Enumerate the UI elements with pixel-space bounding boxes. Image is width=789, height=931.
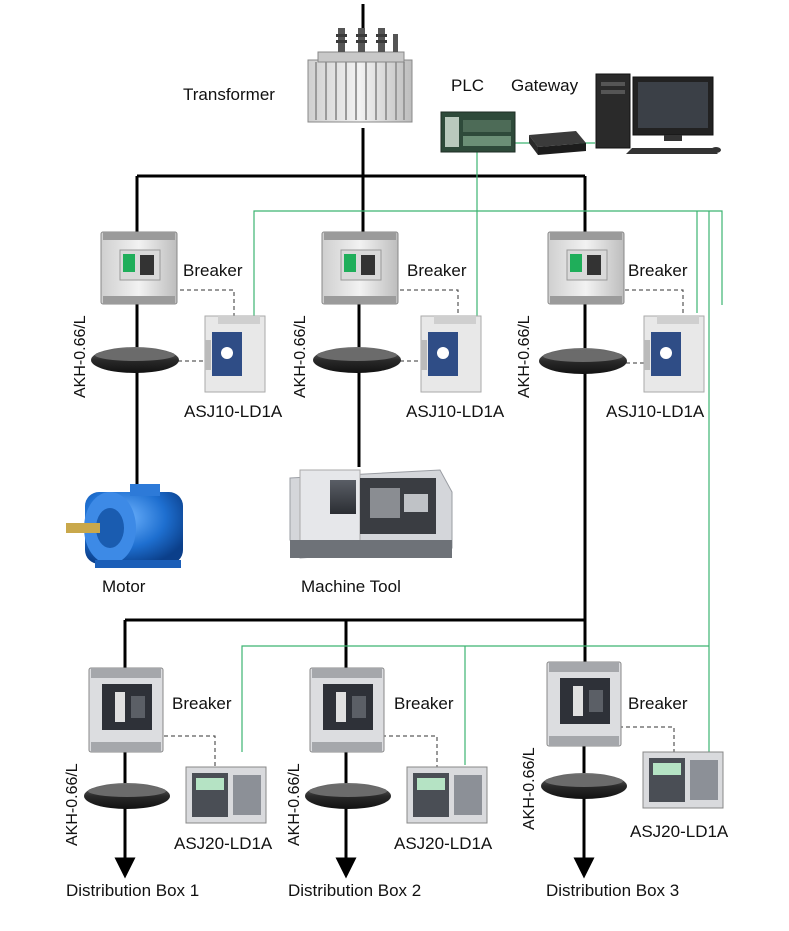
akh-label-bottom-1: AKH-0.66/L <box>64 763 81 846</box>
asj10-device-2 <box>420 315 482 393</box>
asj10-label-1: ASJ10-LD1A <box>184 402 283 421</box>
signal-lines <box>164 289 684 767</box>
breaker-label-bottom-1: Breaker <box>172 694 232 713</box>
communication-lines <box>241 142 723 765</box>
asj10-label-2: ASJ10-LD1A <box>406 402 505 421</box>
ct-ring-top-3 <box>539 348 627 374</box>
ct-ring-bottom-1 <box>84 783 170 809</box>
transformer-label: Transformer <box>183 85 275 104</box>
breaker-label-top-1: Breaker <box>183 261 243 280</box>
asj20-device-3 <box>642 751 724 809</box>
breaker-bottom-2 <box>309 667 385 753</box>
akh-label-top-3: AKH-0.66/L <box>516 315 533 398</box>
asj10-device-3 <box>643 315 705 393</box>
akh-label-bottom-3: AKH-0.66/L <box>521 747 538 830</box>
breaker-bottom-3 <box>546 661 622 747</box>
asj20-label-3: ASJ20-LD1A <box>630 822 729 841</box>
plc-label: PLC <box>451 76 485 95</box>
motor-image <box>66 484 183 568</box>
breaker-top-3 <box>547 231 625 305</box>
distribution-box-2-label: Distribution Box 2 <box>288 881 422 900</box>
distribution-box-3-label: Distribution Box 3 <box>546 881 680 900</box>
breaker-top-1 <box>100 231 178 305</box>
akh-label-bottom-2: AKH-0.66/L <box>286 763 303 846</box>
plc-image <box>440 111 516 153</box>
ct-ring-bottom-3 <box>541 773 627 799</box>
machine-tool-image <box>289 469 453 559</box>
asj20-device-2 <box>406 766 488 824</box>
transformer-image <box>307 28 413 123</box>
gateway-image <box>529 131 586 155</box>
asj10-device-1 <box>204 315 266 393</box>
motor-label: Motor <box>102 577 146 596</box>
breaker-label-bottom-3: Breaker <box>628 694 688 713</box>
breaker-top-2 <box>321 231 399 305</box>
breaker-bottom-1 <box>88 667 164 753</box>
ct-ring-top-1 <box>91 347 179 373</box>
breaker-label-bottom-2: Breaker <box>394 694 454 713</box>
breaker-label-top-2: Breaker <box>407 261 467 280</box>
computer-image <box>595 73 721 154</box>
asj20-label-2: ASJ20-LD1A <box>394 834 493 853</box>
breaker-label-top-3: Breaker <box>628 261 688 280</box>
machine-tool-label: Machine Tool <box>301 577 401 596</box>
power-lines <box>114 4 595 879</box>
ct-ring-top-2 <box>313 347 401 373</box>
akh-label-top-2: AKH-0.66/L <box>292 315 309 398</box>
ct-ring-bottom-2 <box>305 783 391 809</box>
asj10-label-3: ASJ10-LD1A <box>606 402 705 421</box>
distribution-box-1-label: Distribution Box 1 <box>66 881 200 900</box>
akh-label-top-1: AKH-0.66/L <box>72 315 89 398</box>
gateway-label: Gateway <box>511 76 579 95</box>
asj20-label-1: ASJ20-LD1A <box>174 834 273 853</box>
asj20-device-1 <box>185 766 267 824</box>
